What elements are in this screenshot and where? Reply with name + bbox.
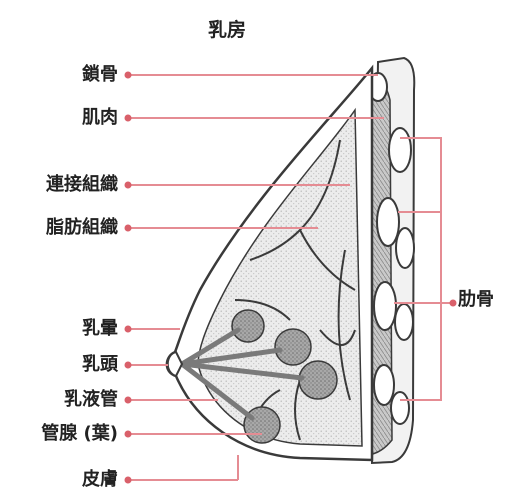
breast-anatomy-diagram: 乳房 鎖骨 肌肉 連接組織 脂肪組織 乳暈 乳頭 乳液管 管腺 (葉) 皮膚 肋… bbox=[0, 0, 509, 492]
anatomy-illustration bbox=[0, 0, 509, 492]
